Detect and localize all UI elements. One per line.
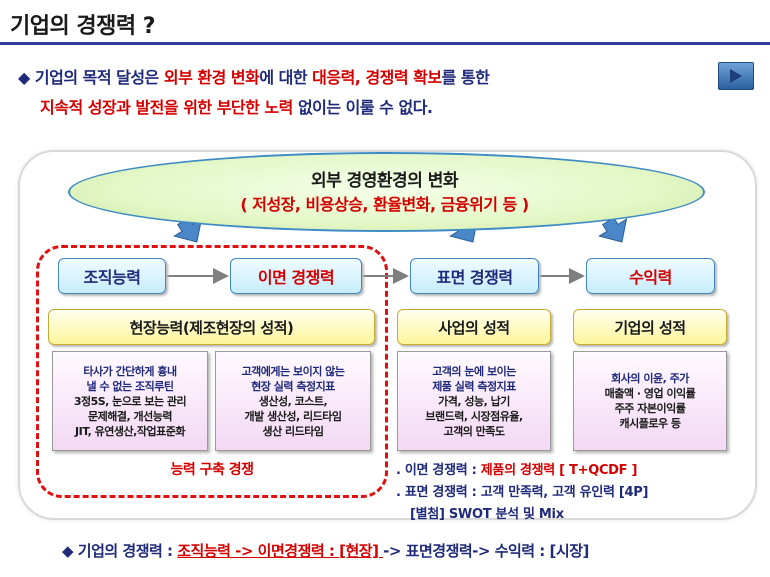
note-label: [별첨] bbox=[410, 507, 449, 522]
environment-change-oval bbox=[68, 152, 705, 232]
page-title: 기업의 경쟁력 ? bbox=[10, 14, 156, 39]
summary-text-a: 기업의 경쟁력 : bbox=[77, 542, 178, 560]
org-capability-label: 조직능력 bbox=[83, 268, 141, 287]
note-value: 제품의 경쟁력 [ T+QCDF ] bbox=[480, 463, 638, 478]
detail-line: 고객의 만족도 bbox=[443, 424, 505, 438]
hidden-competitiveness-label: 이면 경쟁력 bbox=[257, 268, 335, 287]
profitability-label: 수익력 bbox=[629, 268, 672, 287]
detail-line: 문제해결, 개선능력 bbox=[88, 409, 172, 423]
business-result-label: 사업의 성적 bbox=[438, 318, 510, 337]
field-capability-box: 현장능력(제조현장의 성적) bbox=[48, 309, 375, 345]
company-result-label: 기업의 성적 bbox=[614, 318, 686, 337]
detail-line: 브랜드력, 시장점유율, bbox=[425, 409, 523, 423]
intro-text-c: 에 대한 bbox=[259, 68, 313, 87]
environment-change-examples: ( 저성장, 비용상승, 환율변화, 금융위기 등 ) bbox=[240, 195, 529, 214]
detail-line: 회사의 이윤, 주가 bbox=[611, 372, 689, 385]
capability-region bbox=[36, 245, 388, 498]
summary-text-c: -> 표면경쟁력-> 수익력 : [시장] bbox=[383, 542, 589, 560]
detail-line: 캐시플로우 등 bbox=[619, 417, 681, 430]
intro-text-a: 기업의 목적 달성은 bbox=[34, 68, 164, 87]
detail-line: 생산 리드타임 bbox=[262, 424, 324, 438]
note-label: . 이면 경쟁력 : bbox=[396, 463, 481, 478]
note-label: . 표면 경쟁력 : bbox=[396, 485, 481, 500]
org-routine-detail-box: 타사가 간단하게 흉내 낼 수 없는 조직루틴 3정5S, 눈으로 보는 관리 … bbox=[52, 351, 208, 451]
play-button[interactable] bbox=[718, 62, 754, 90]
intro-text-f: 지속적 성장과 발전을 위한 부단한 노력 bbox=[40, 98, 293, 117]
detail-line: 개발 생산성, 리드타임 bbox=[244, 409, 342, 423]
summary-text-b: 조직능력 -> 이면경쟁력 : [현장] bbox=[177, 542, 384, 560]
detail-line: 제품 실력 측정지표 bbox=[432, 379, 516, 393]
play-triangle-icon bbox=[730, 69, 742, 83]
note-value: 고객 만족력, 고객 유인력 [4P] bbox=[480, 485, 649, 500]
detail-line: 3정5S, 눈으로 보는 관리 bbox=[73, 394, 187, 408]
profitability-box: 수익력 bbox=[586, 258, 715, 294]
detail-line: 낼 수 없는 조직루틴 bbox=[86, 379, 174, 393]
title-underline bbox=[0, 42, 770, 45]
note-surface-competitiveness: . 표면 경쟁력 : 고객 만족력, 고객 유인력 [4P] bbox=[396, 481, 648, 500]
detail-line: 타사가 간단하게 흉내 bbox=[83, 364, 177, 378]
detail-line: JIT, 유연생산,작업표준화 bbox=[75, 424, 185, 438]
detail-line: 가격, 성능, 납기 bbox=[438, 394, 510, 408]
environment-change-title: 외부 경영환경의 변화 bbox=[310, 171, 459, 191]
diamond-bullet-icon: ◆ bbox=[62, 542, 78, 560]
note-appendix: [별첨] SWOT 분석 및 Mix bbox=[410, 503, 564, 522]
detail-line: 주주 자본이익률 bbox=[614, 402, 686, 415]
capability-competition-label: 능력 구축 경쟁 bbox=[170, 462, 254, 478]
intro-text-e: 를 통한 bbox=[441, 68, 490, 87]
surface-competitiveness-box: 표면 경쟁력 bbox=[410, 258, 539, 294]
hidden-metrics-detail-box: 고객에게는 보이지 않는 현장 실력 측정지표 생산성, 코스트, 개발 생산성… bbox=[215, 351, 371, 451]
detail-line: 현장 실력 측정지표 bbox=[251, 379, 335, 393]
note-value: SWOT 분석 및 Mix bbox=[448, 507, 564, 522]
note-hidden-competitiveness: . 이면 경쟁력 : 제품의 경쟁력 [ T+QCDF ] bbox=[396, 459, 637, 478]
intro-text-b: 외부 환경 변화 bbox=[163, 68, 260, 87]
org-capability-box: 조직능력 bbox=[58, 258, 166, 294]
field-capability-label: 현장능력(제조현장의 성적) bbox=[129, 318, 294, 337]
detail-line: 매출액 · 영업 이익률 bbox=[604, 387, 696, 400]
surface-metrics-detail-box: 고객의 눈에 보이는 제품 실력 측정지표 가격, 성능, 납기 브랜드력, 시… bbox=[397, 351, 551, 451]
intro-line-1: ◆ 기업의 목적 달성은 외부 환경 변화에 대한 대응력, 경쟁력 확보를 통… bbox=[18, 64, 490, 88]
diamond-bullet-icon: ◆ bbox=[18, 68, 35, 87]
detail-line: 고객에게는 보이지 않는 bbox=[241, 364, 345, 378]
summary-line: ◆ 기업의 경쟁력 : 조직능력 -> 이면경쟁력 : [현장] -> 표면경쟁… bbox=[62, 540, 589, 561]
business-result-box: 사업의 성적 bbox=[397, 309, 551, 345]
detail-line: 고객의 눈에 보이는 bbox=[432, 364, 516, 378]
company-result-box: 기업의 성적 bbox=[573, 309, 727, 345]
intro-text-g: 없이는 이룰 수 없다. bbox=[292, 98, 433, 117]
intro-line-2: 지속적 성장과 발전을 위한 부단한 노력 없이는 이룰 수 없다. bbox=[40, 94, 433, 118]
intro-text-d: 대응력, 경쟁력 확보 bbox=[312, 68, 442, 87]
detail-line: 생산성, 코스트, bbox=[258, 394, 328, 408]
hidden-competitiveness-box: 이면 경쟁력 bbox=[230, 258, 362, 294]
profit-metrics-detail-box: 회사의 이윤, 주가 매출액 · 영업 이익률 주주 자본이익률 캐시플로우 등 bbox=[573, 351, 727, 451]
surface-competitiveness-label: 표면 경쟁력 bbox=[436, 268, 513, 287]
diagram-frame bbox=[18, 150, 757, 520]
